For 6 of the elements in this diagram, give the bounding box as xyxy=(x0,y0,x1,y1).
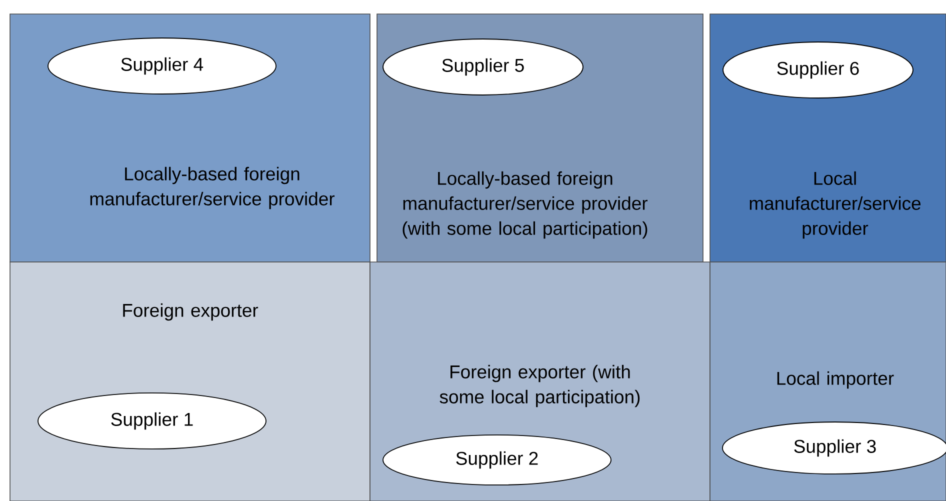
cell-text: Local manufacturer/service provider xyxy=(750,171,921,239)
cell-text: Local importer xyxy=(777,371,894,389)
cell-text: Foreign exporter xyxy=(123,303,258,321)
cell-text: Foreign exporter (with some local participation) xyxy=(440,364,640,408)
cell-text: Locally-based foreign manufacturer/service provider (with some local participation) xyxy=(402,171,648,239)
cell-text: Locally-based foreign manufacturer/service provider xyxy=(90,166,335,210)
